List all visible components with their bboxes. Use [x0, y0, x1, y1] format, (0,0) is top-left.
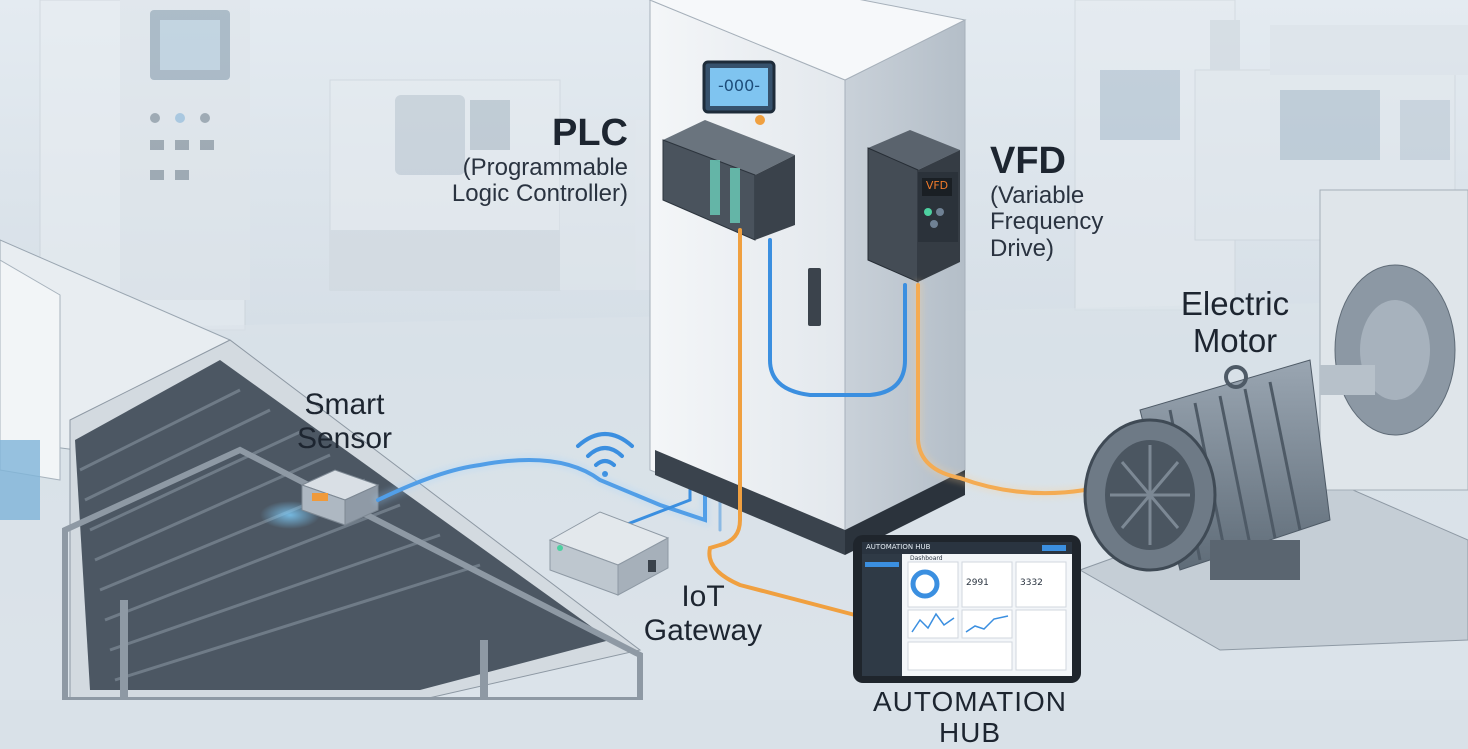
plc-label: PLC (Programmable Logic Controller) [438, 112, 628, 208]
sensor-label: Smart Sensor [282, 388, 407, 455]
vfd-subtitle-line3: Drive) [990, 235, 1054, 263]
vfd-label: VFD (Variable Frequency Drive) [990, 140, 1140, 263]
gateway-label: IoT Gateway [628, 580, 778, 647]
power-links [707, 228, 1090, 617]
vfd-display: VFD [925, 179, 949, 192]
sensor-label-line1: Smart [304, 388, 385, 421]
cabinet-display: -000- [717, 76, 761, 95]
sensor-label-line2: Sensor [296, 421, 393, 455]
automation-scene [0, 0, 1468, 700]
electric-motor [1078, 189, 1468, 651]
tablet-page-heading: Dashboard [910, 555, 943, 562]
gateway-label-line2: Gateway [643, 613, 763, 647]
motor-label-line1: Electric [1180, 285, 1290, 322]
tablet-card1-value: 2991 [966, 578, 989, 588]
gateway-label-line1: IoT [681, 580, 725, 613]
plc-subtitle-line2: Logic Controller) [451, 180, 628, 208]
tablet-card2-value: 3332 [1020, 578, 1043, 588]
wifi-icon [576, 432, 634, 477]
vfd-title: VFD [990, 140, 1066, 182]
automation-hub-tablet [853, 535, 1081, 683]
background-machinery [39, 0, 1468, 331]
iot-gateway [548, 511, 670, 596]
smart-sensor [300, 469, 380, 526]
motor-label-line2: Motor [1192, 321, 1278, 359]
vfd-subtitle-line1: (Variable [990, 181, 1085, 209]
vfd-subtitle-line2: Frequency [990, 208, 1104, 236]
plc-title: PLC [552, 112, 628, 154]
motor-label: Electric Motor [1160, 285, 1310, 360]
vfd-unit [867, 130, 960, 283]
hub-caption: AUTOMATION HUB [872, 686, 1068, 749]
plc-subtitle-line1: (Programmable [462, 153, 628, 181]
plc-module [662, 120, 795, 241]
tablet-app-title: AUTOMATION HUB [866, 543, 931, 551]
